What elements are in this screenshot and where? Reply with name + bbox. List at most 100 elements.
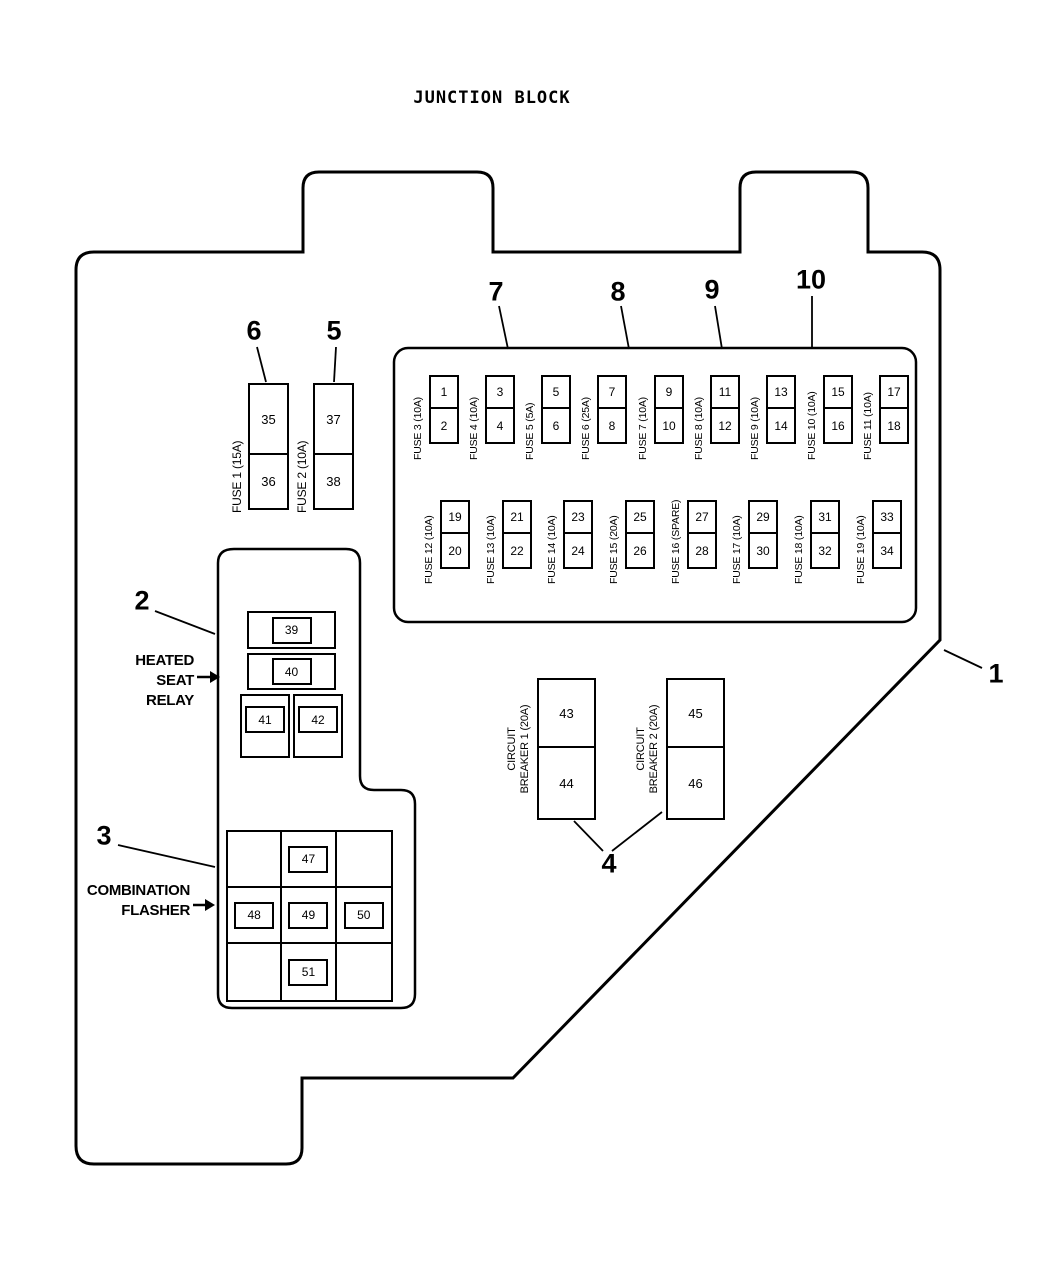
callout-7: 7 bbox=[488, 276, 504, 307]
fuse-cavity: 25 bbox=[627, 502, 653, 534]
callout-line-3 bbox=[117, 844, 216, 868]
flasher-cavity: 49 bbox=[288, 901, 329, 929]
callout-line-7 bbox=[498, 305, 509, 350]
flasher-cell: 49 bbox=[282, 888, 337, 944]
flasher-cavity: 51 bbox=[288, 958, 329, 986]
fuse-cavity: 15 bbox=[825, 377, 851, 409]
cb-label-line: BREAKER 2 (20A) bbox=[648, 704, 660, 794]
fuse-cavity: 37 bbox=[315, 385, 352, 455]
fuse-cavity: 12 bbox=[718, 418, 732, 433]
fuse-2-unit: 37 38 bbox=[313, 383, 354, 510]
fuse-label: FUSE 11 (10A) bbox=[862, 392, 874, 460]
fuse-13-unit: 21 22 bbox=[502, 500, 532, 569]
callout-line-4b bbox=[611, 811, 663, 852]
flasher-cell bbox=[228, 832, 283, 888]
relay-label-line: RELAY bbox=[146, 692, 194, 709]
flasher-arrow-icon bbox=[205, 899, 215, 911]
fuse-cavity: 21 bbox=[504, 502, 530, 534]
fuse-cavity: 16 bbox=[831, 418, 845, 433]
callout-2: 2 bbox=[134, 585, 150, 616]
relay-cavity: 41 bbox=[245, 706, 285, 733]
fuse-cavity: 32 bbox=[818, 543, 832, 558]
cb-label-line: CIRCUIT bbox=[506, 727, 518, 771]
relay-cavity: 42 bbox=[298, 706, 338, 733]
cb-label-line: CIRCUIT bbox=[635, 727, 647, 771]
callout-5: 5 bbox=[326, 315, 342, 346]
fuse-cavity: 29 bbox=[750, 502, 776, 534]
fuse-cavity: 36 bbox=[261, 474, 276, 489]
fuse-label: FUSE 12 (10A) bbox=[423, 515, 435, 584]
fuse-label: FUSE 16 (SPARE) bbox=[670, 499, 682, 584]
callout-line-8 bbox=[620, 305, 630, 350]
callout-6: 6 bbox=[246, 315, 262, 346]
flasher-cavity: 48 bbox=[234, 901, 275, 929]
callout-line-1 bbox=[943, 649, 983, 669]
callout-3: 3 bbox=[96, 820, 112, 851]
relay-flasher-outline bbox=[216, 547, 417, 1010]
breaker-cavity: 43 bbox=[539, 680, 594, 748]
fuse-label: FUSE 5 (5A) bbox=[524, 402, 536, 460]
callout-line-5 bbox=[333, 346, 337, 383]
circuit-breaker-1: 43 44 bbox=[537, 678, 596, 820]
fuse-cavity: 27 bbox=[689, 502, 715, 534]
fuse-label: FUSE 7 (10A) bbox=[637, 397, 649, 460]
fuse-panel-outline bbox=[392, 346, 918, 624]
callout-line-4a bbox=[573, 820, 604, 852]
fuse-label: FUSE 1 (15A) bbox=[230, 440, 244, 513]
flasher-label-line: COMBINATION bbox=[86, 882, 190, 899]
fuse-cavity: 26 bbox=[633, 543, 647, 558]
fuse-label: FUSE 9 (10A) bbox=[749, 397, 761, 460]
callout-10: 10 bbox=[795, 264, 827, 295]
fuse-cavity: 17 bbox=[881, 377, 907, 409]
flasher-cell: 51 bbox=[282, 944, 337, 1000]
callout-9: 9 bbox=[704, 274, 720, 305]
fuse-cavity: 38 bbox=[326, 474, 341, 489]
fuse-cavity: 7 bbox=[599, 377, 625, 409]
fuse-cavity: 24 bbox=[571, 543, 585, 558]
flasher-label-line: FLASHER bbox=[121, 902, 190, 919]
flasher-cell bbox=[228, 944, 283, 1000]
fuse-cavity: 23 bbox=[565, 502, 591, 534]
relay-arrow-icon bbox=[210, 671, 220, 683]
callout-line-9 bbox=[714, 305, 723, 350]
fuse-label: FUSE 18 (10A) bbox=[793, 515, 805, 584]
fuse-label: FUSE 8 (10A) bbox=[693, 397, 705, 460]
fuse-label: FUSE 13 (10A) bbox=[485, 515, 497, 584]
fuse-label: FUSE 14 (10A) bbox=[546, 515, 558, 584]
heated-seat-relay-label: HEATED SEAT RELAY bbox=[88, 651, 194, 711]
fuse-cavity: 3 bbox=[487, 377, 513, 409]
callout-8: 8 bbox=[610, 276, 626, 307]
fuse-cavity: 6 bbox=[552, 418, 560, 433]
fuse-cavity: 9 bbox=[656, 377, 682, 409]
cb-label-line: BREAKER 1 (20A) bbox=[519, 704, 531, 794]
flasher-cell: 50 bbox=[336, 888, 391, 944]
flasher-cell: 47 bbox=[282, 832, 337, 888]
flasher-cavity: 47 bbox=[288, 845, 329, 873]
fuse-cavity: 34 bbox=[880, 543, 894, 558]
diagram-title: JUNCTION BLOCK bbox=[413, 88, 571, 108]
fuse-cavity: 22 bbox=[510, 543, 524, 558]
fuse-cavity: 31 bbox=[812, 502, 838, 534]
combination-flasher-label: COMBINATION FLASHER bbox=[58, 881, 190, 921]
fuse-label: FUSE 3 (10A) bbox=[412, 397, 424, 460]
fuse-cavity: 2 bbox=[440, 418, 448, 433]
flasher-cell bbox=[336, 832, 391, 888]
fuse-label: FUSE 15 (20A) bbox=[608, 515, 620, 584]
fuse-label: FUSE 2 (10A) bbox=[295, 440, 309, 513]
breaker-cavity: 44 bbox=[559, 775, 574, 791]
relay-position: 40 bbox=[247, 653, 336, 690]
relay-cavity: 39 bbox=[271, 616, 312, 644]
